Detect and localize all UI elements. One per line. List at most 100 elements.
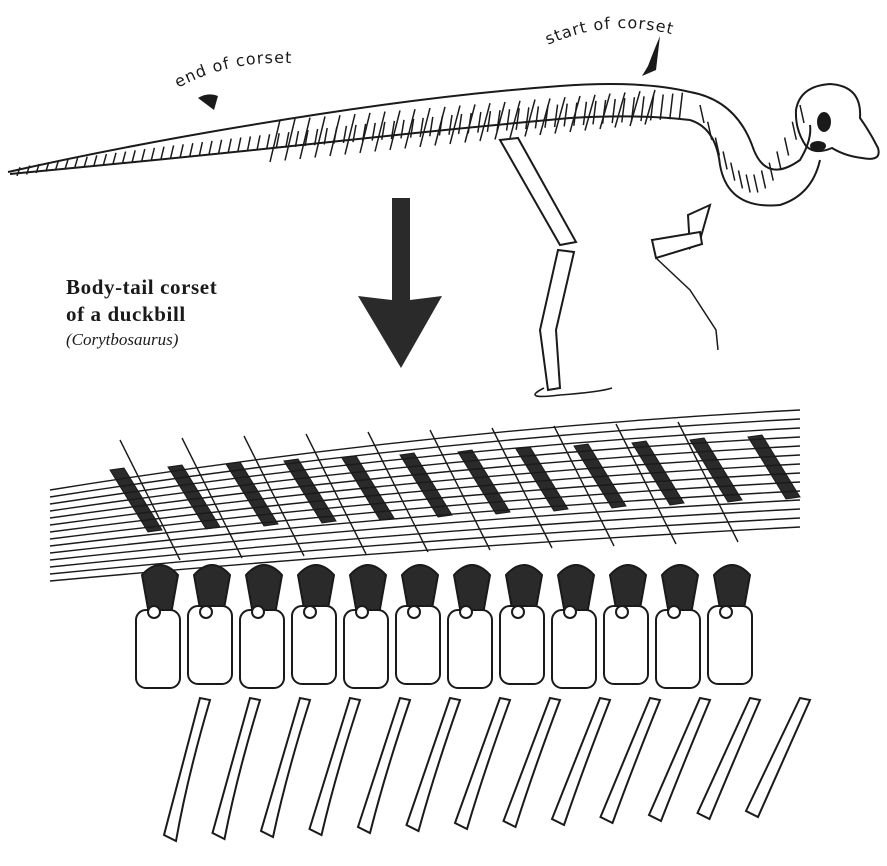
body-rib bbox=[510, 101, 520, 138]
body-rib bbox=[330, 115, 340, 156]
tail-tick bbox=[267, 134, 270, 149]
foramen bbox=[512, 606, 524, 618]
svg-text:end of corset: end of corset bbox=[171, 48, 293, 92]
svg-text:start of corset: start of corset bbox=[542, 13, 676, 49]
tail-tick bbox=[113, 153, 116, 164]
body-rib bbox=[345, 114, 355, 155]
tail-tick bbox=[564, 104, 567, 127]
neck-tick bbox=[738, 170, 742, 188]
tail-tick bbox=[612, 99, 615, 123]
chevron bbox=[649, 698, 710, 821]
annotation-start-of-corset: start of corset bbox=[542, 13, 676, 49]
neck-tick bbox=[723, 151, 727, 169]
foramen bbox=[564, 606, 576, 618]
corset-closeup bbox=[50, 410, 810, 841]
neck-tick bbox=[792, 122, 796, 140]
neck-tick bbox=[754, 174, 758, 192]
tail-tick bbox=[478, 112, 481, 133]
chevron bbox=[601, 698, 661, 823]
tail-tick bbox=[459, 114, 462, 134]
chevron bbox=[213, 698, 261, 839]
tail-tick bbox=[199, 142, 202, 155]
centrum bbox=[448, 610, 492, 688]
centrum bbox=[344, 610, 388, 688]
annotation-end-of-corset: end of corset bbox=[171, 48, 293, 92]
tail-tick bbox=[660, 94, 663, 119]
neck-tick bbox=[731, 163, 735, 181]
dark-bands bbox=[110, 435, 800, 532]
body-rib bbox=[630, 91, 640, 126]
chevrons bbox=[164, 698, 810, 841]
tail-tick bbox=[161, 147, 164, 159]
fore-leg-hand bbox=[656, 258, 718, 350]
tail-tick bbox=[75, 158, 78, 168]
start-arrow bbox=[642, 36, 660, 76]
skull-orbit bbox=[818, 113, 830, 131]
chevron bbox=[552, 698, 610, 825]
hind-leg-tibia bbox=[540, 250, 574, 390]
caption-species: (Corytbosaurus) bbox=[66, 330, 178, 350]
tail-tick bbox=[219, 140, 222, 154]
tail-tick bbox=[507, 109, 510, 130]
hind-leg-femur bbox=[500, 138, 576, 245]
caption-title-line-1: Body-tail corset bbox=[66, 274, 286, 301]
chevron bbox=[746, 698, 810, 817]
body-rib bbox=[300, 118, 310, 159]
body-rib bbox=[360, 113, 370, 153]
foramen bbox=[460, 606, 472, 618]
tail-tick bbox=[679, 93, 682, 119]
tail-underside bbox=[10, 116, 690, 174]
body-rib bbox=[405, 109, 415, 148]
body-rib bbox=[285, 119, 295, 161]
foramen bbox=[668, 606, 680, 618]
tail-tick bbox=[123, 152, 126, 163]
neck-tick bbox=[746, 174, 750, 192]
tail-tick bbox=[190, 143, 193, 156]
body-rib bbox=[540, 98, 550, 135]
chevron bbox=[310, 698, 361, 835]
tail-tick bbox=[247, 136, 250, 151]
tail-outline bbox=[8, 84, 690, 172]
chevron bbox=[455, 698, 510, 829]
tail-tick bbox=[257, 135, 260, 150]
centrum bbox=[240, 610, 284, 688]
body-rib bbox=[270, 120, 280, 162]
foramen bbox=[356, 606, 368, 618]
neck-tick bbox=[800, 105, 804, 123]
caption-title-line-2: of a duckbill bbox=[66, 301, 286, 328]
neck-tick bbox=[777, 151, 781, 169]
tail-tick bbox=[401, 120, 404, 139]
foramen bbox=[200, 606, 212, 618]
body-rib bbox=[435, 107, 445, 146]
tail-tick bbox=[228, 139, 231, 153]
chevron bbox=[358, 698, 410, 833]
tail-tick bbox=[151, 148, 154, 160]
body-rib bbox=[450, 106, 460, 144]
tail-tick bbox=[593, 101, 596, 125]
body-rib bbox=[465, 104, 475, 142]
centrum bbox=[552, 610, 596, 688]
tail-tick bbox=[180, 144, 183, 157]
tail-tick bbox=[94, 155, 97, 166]
foramen bbox=[408, 606, 420, 618]
tail-tick bbox=[132, 150, 135, 162]
tendon-line bbox=[50, 491, 800, 553]
end-arrow bbox=[198, 94, 218, 110]
neck-tick bbox=[785, 138, 789, 156]
dark-band bbox=[110, 468, 162, 532]
neck-vertebrae bbox=[700, 105, 804, 192]
tail-tick bbox=[238, 138, 241, 152]
body-ribs bbox=[270, 90, 655, 162]
skull bbox=[796, 84, 879, 159]
foramen bbox=[252, 606, 264, 618]
body-rib bbox=[390, 110, 400, 150]
body-rib bbox=[585, 95, 595, 131]
tail-tick bbox=[670, 94, 673, 120]
body-rib bbox=[525, 100, 535, 137]
centrum bbox=[136, 610, 180, 688]
foramen bbox=[720, 606, 732, 618]
tail-tick bbox=[17, 167, 20, 176]
chevron bbox=[261, 698, 310, 837]
body-rib bbox=[570, 96, 580, 132]
